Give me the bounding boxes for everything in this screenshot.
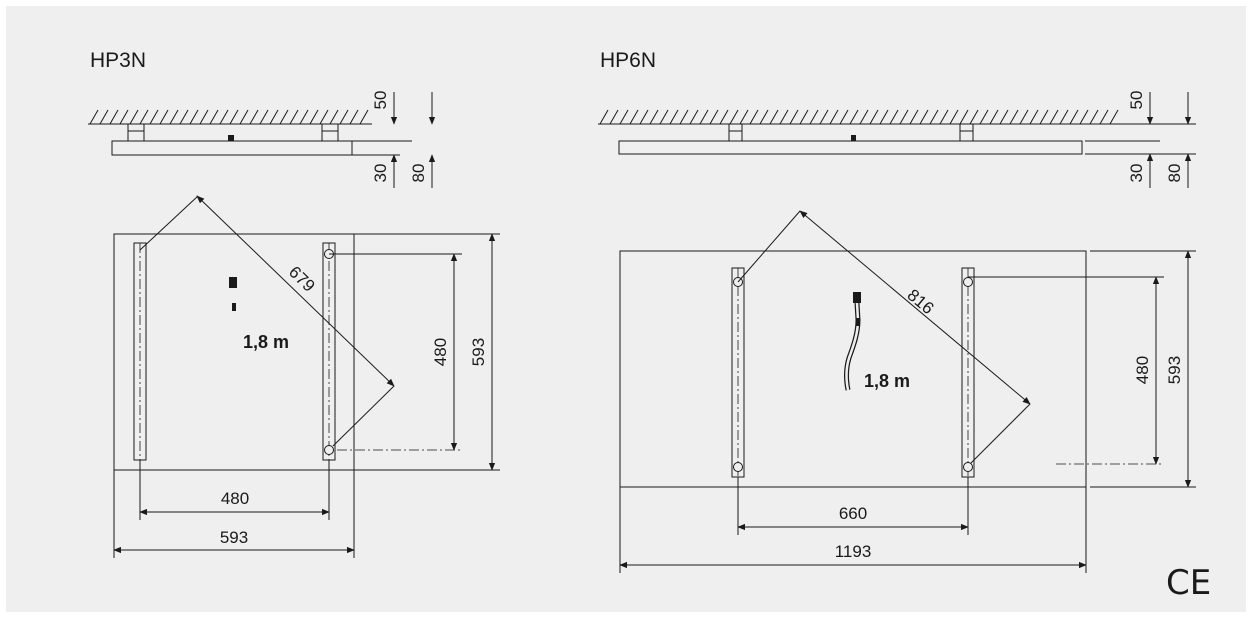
dim-panel-width: 593 xyxy=(220,528,248,547)
cable-connector xyxy=(228,135,234,141)
cable-length: 1,8 m xyxy=(243,332,289,352)
heating-panel-side xyxy=(618,140,1083,155)
dim-panel-thickness: 30 xyxy=(1127,164,1146,183)
cable-connector xyxy=(851,135,856,141)
ceiling-hatch xyxy=(599,109,1119,125)
heating-panel-side xyxy=(111,140,353,156)
hp3n-side-view: 50 30 80 xyxy=(88,91,436,188)
mounting-bracket-right xyxy=(959,123,974,142)
dim-rail-length: 480 xyxy=(1133,356,1152,384)
dim-total-depth: 80 xyxy=(409,164,428,183)
mounting-bracket-right xyxy=(321,123,339,142)
ceiling-hatch xyxy=(89,109,369,125)
dim-rail-length: 480 xyxy=(431,338,450,366)
dim-top-gap: 50 xyxy=(1127,91,1146,110)
dim-panel-thickness: 30 xyxy=(371,164,390,183)
ce-mark: CE xyxy=(1166,563,1211,603)
mounting-hole xyxy=(963,277,973,287)
mounting-bracket-left xyxy=(127,123,145,142)
mounting-bracket-left xyxy=(728,123,743,142)
dim-panel-height: 593 xyxy=(469,338,488,366)
hp6n-drawing: HP6N xyxy=(598,49,1196,573)
dim-panel-width: 1193 xyxy=(835,542,872,561)
mounting-hole xyxy=(733,462,743,472)
heating-panel-front xyxy=(113,233,355,471)
hp6n-plan-view: 1,8 m 816 480 593 xyxy=(619,210,1196,573)
hp6n-title: HP6N xyxy=(600,49,656,72)
hp3n-drawing: HP3N xyxy=(88,49,500,558)
mounting-hole xyxy=(963,462,973,472)
mounting-hole xyxy=(324,445,334,455)
hp3n-title: HP3N xyxy=(90,49,146,72)
dim-top-gap: 50 xyxy=(371,91,390,110)
dim-panel-height: 593 xyxy=(1165,356,1184,384)
hp3n-plan-view: 1,8 m 679 480 593 xyxy=(113,195,500,558)
heating-panel-front xyxy=(619,250,1087,488)
dim-total-depth: 80 xyxy=(1165,164,1184,183)
cable-length: 1,8 m xyxy=(864,371,910,391)
dim-rail-spacing: 480 xyxy=(221,489,249,508)
hp6n-side-view: 50 30 80 xyxy=(598,91,1196,188)
dim-rail-spacing: 660 xyxy=(839,504,867,523)
